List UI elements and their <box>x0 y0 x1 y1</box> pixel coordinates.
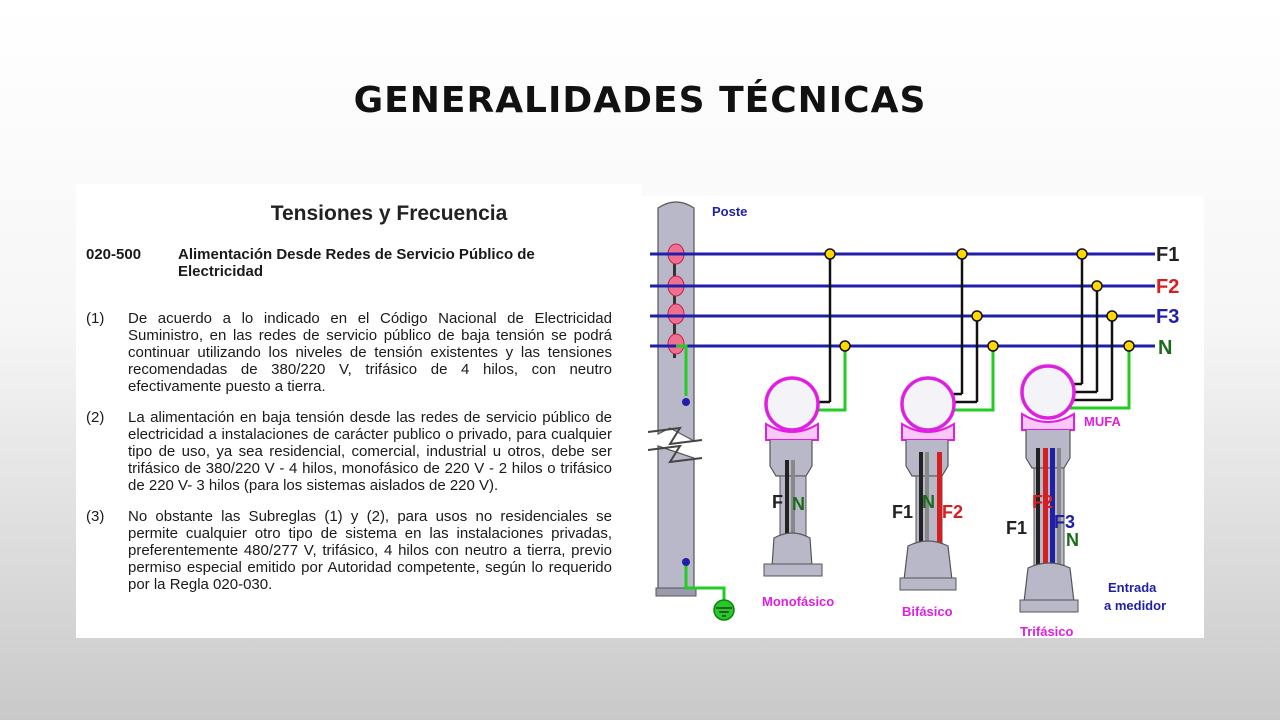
bi-label-n: N <box>922 492 935 512</box>
tri-label-f1: F1 <box>1006 518 1027 538</box>
paragraph-number: (3) <box>86 508 105 525</box>
mufa-label: MUFA <box>1084 414 1121 429</box>
ground-icon <box>713 599 735 621</box>
rule-header: 020-500 Alimentación Desde Redes de Serv… <box>86 246 612 280</box>
entry-label-line2: a medidor <box>1104 598 1166 613</box>
line-label-f1: F1 <box>1156 244 1179 266</box>
bifasico-service: F1 N F2 Bifásico <box>892 248 999 619</box>
tri-label-f2: F2 <box>1032 492 1053 512</box>
paragraph-number: (2) <box>86 409 105 426</box>
bi-label-f2: F2 <box>942 502 963 522</box>
regulation-document: Tensiones y Frecuencia 020-500 Alimentac… <box>76 184 642 638</box>
entry-label-line1: Entrada <box>1108 580 1157 595</box>
paragraph-text: La alimentación en baja tensión desde la… <box>128 409 612 494</box>
monofasico-service: F N Monofásico <box>762 248 851 609</box>
service-connection-diagram: Poste F1 F2 F3 N <box>640 196 1204 638</box>
bi-caption: Bifásico <box>902 604 953 619</box>
rule-title: Alimentación Desde Redes de Servicio Púb… <box>178 246 535 280</box>
rule-code: 020-500 <box>86 246 142 263</box>
paragraph-text: De acuerdo a lo indicado en el Código Na… <box>128 310 612 395</box>
paragraph-text: No obstante las Subreglas (1) y (2), par… <box>128 508 612 593</box>
ground-connector <box>682 398 690 406</box>
mono-label-f: F <box>772 492 783 512</box>
bi-label-f1: F1 <box>892 502 913 522</box>
pole-label: Poste <box>712 204 747 219</box>
paragraph: (2) La alimentación en baja tensión desd… <box>86 409 612 494</box>
document-heading: Tensiones y Frecuencia <box>270 202 508 225</box>
ground-connector <box>682 558 690 566</box>
tri-caption: Trifásico <box>1020 624 1074 638</box>
trifasico-service: F2 F3 F1 N Trifásico <box>1006 248 1135 638</box>
tri-label-f3: F3 <box>1054 512 1075 532</box>
pole-ground-wire <box>676 344 726 602</box>
paragraph: (1) De acuerdo a lo indicado en el Códig… <box>86 310 612 395</box>
paragraph-number: (1) <box>86 310 105 327</box>
tri-label-n: N <box>1066 530 1079 550</box>
distribution-lines <box>650 252 1155 348</box>
line-label-f2: F2 <box>1156 276 1179 298</box>
mono-label-n: N <box>792 494 805 514</box>
line-label-n: N <box>1158 337 1172 359</box>
paragraph: (3) No obstante las Subreglas (1) y (2),… <box>86 508 612 593</box>
mono-caption: Monofásico <box>762 594 834 609</box>
slide-title: GENERALIDADES TÉCNICAS <box>353 80 927 121</box>
line-label-f3: F3 <box>1156 306 1179 328</box>
